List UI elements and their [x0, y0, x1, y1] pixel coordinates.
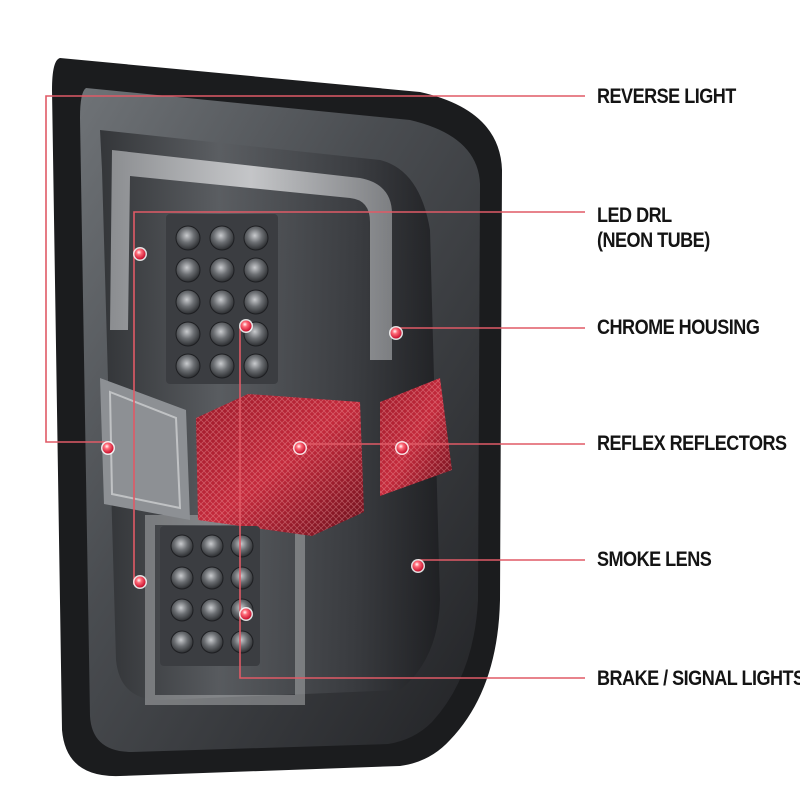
lower-led: [200, 630, 224, 654]
upper-led: [175, 225, 201, 251]
label-brake-signal-lights-line-1: BRAKE / SIGNAL LIGHTS: [597, 667, 800, 690]
callout-dot-reflex-reflectors: [294, 442, 306, 454]
upper-led: [175, 257, 201, 283]
upper-led: [243, 225, 269, 251]
upper-led: [175, 353, 201, 379]
label-led-drl: LED DRL (NEON TUBE): [597, 203, 710, 253]
callout-markers: [101, 247, 425, 621]
upper-led: [209, 289, 235, 315]
lower-led: [200, 566, 224, 590]
lower-led-cluster: [170, 534, 254, 654]
lower-led: [230, 566, 254, 590]
lower-led: [230, 630, 254, 654]
upper-led: [243, 289, 269, 315]
lower-led: [200, 534, 224, 558]
reflex-reflector-left-texture: [196, 394, 364, 536]
upper-led: [209, 257, 235, 283]
upper-led: [175, 289, 201, 315]
reverse-light-inner-rim: [108, 390, 182, 510]
label-chrome-housing: CHROME HOUSING: [597, 315, 760, 340]
label-reverse-light: REVERSE LIGHT: [597, 84, 736, 109]
label-reflex-reflectors-line-1: REFLEX REFLECTORS: [597, 432, 787, 455]
callout-dot-smoke-lens: [412, 560, 424, 572]
leader-line-reverse-light: [45, 95, 585, 443]
callout-dot-brake-signal-lights: [240, 320, 252, 332]
label-brake-signal-lights: BRAKE / SIGNAL LIGHTS: [597, 666, 800, 691]
callout-dot-led-drl: [134, 576, 146, 588]
upper-led: [209, 321, 235, 347]
lower-led: [170, 630, 194, 654]
upper-led: [209, 225, 235, 251]
label-smoke-lens-line-1: SMOKE LENS: [597, 548, 712, 571]
upper-led: [243, 353, 269, 379]
label-reflex-reflectors: REFLEX REFLECTORS: [597, 431, 787, 456]
label-chrome-housing-line-1: CHROME HOUSING: [597, 316, 760, 339]
lower-led: [170, 598, 194, 622]
lower-led: [170, 534, 194, 558]
callout-dot-brake-signal-lights-2: [240, 608, 252, 620]
upper-led: [175, 321, 201, 347]
label-led-drl-line-1: LED DRL: [597, 204, 672, 227]
callout-dot-chrome-housing: [390, 327, 402, 339]
label-smoke-lens: SMOKE LENS: [597, 547, 712, 572]
label-reverse-light-line-1: REVERSE LIGHT: [597, 85, 736, 108]
reflex-reflector-right-texture: [380, 378, 452, 496]
lower-led: [170, 566, 194, 590]
label-led-drl-line-2: (NEON TUBE): [597, 229, 710, 252]
callout-dot-reverse-light: [102, 442, 114, 454]
upper-led-cluster: [175, 225, 269, 379]
callout-dot-reflex-reflectors-2: [396, 442, 408, 454]
upper-led: [209, 353, 235, 379]
reverse-light-lens: [100, 378, 190, 520]
callout-dot-led-drl-2: [134, 248, 146, 260]
upper-led: [243, 257, 269, 283]
callout-leader-lines: [45, 95, 585, 679]
lower-led: [200, 598, 224, 622]
lower-led: [230, 534, 254, 558]
neon-tube-upper: [110, 150, 392, 360]
